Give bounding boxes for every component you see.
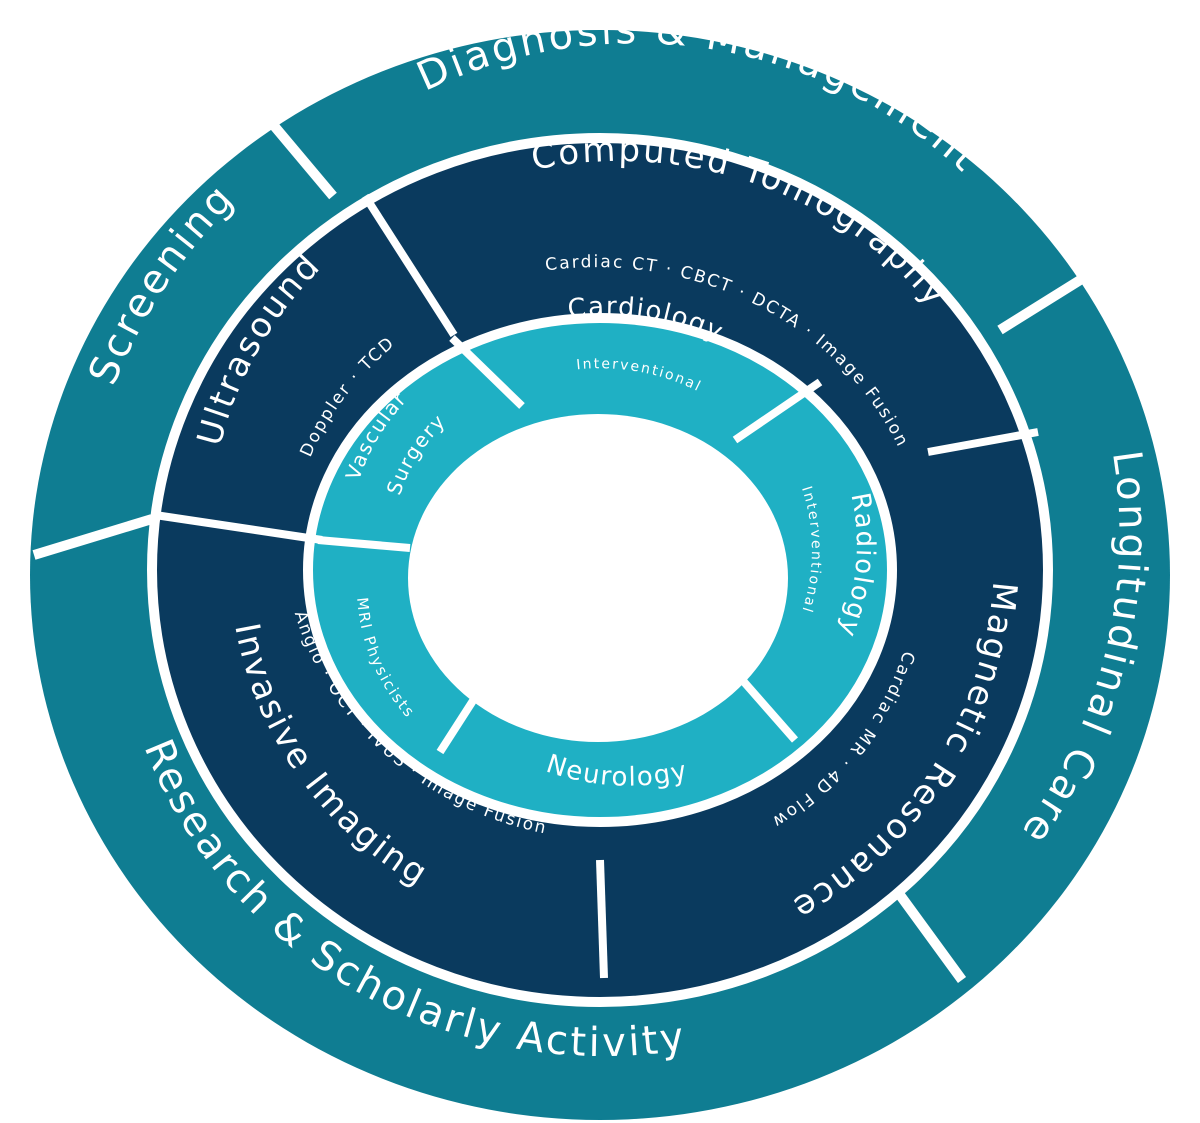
outer-ring-separators: [32, 111, 1096, 983]
inner-ring-separators: [317, 335, 823, 755]
center-hole: [408, 414, 788, 742]
middle-ring-separators: [154, 193, 1039, 979]
